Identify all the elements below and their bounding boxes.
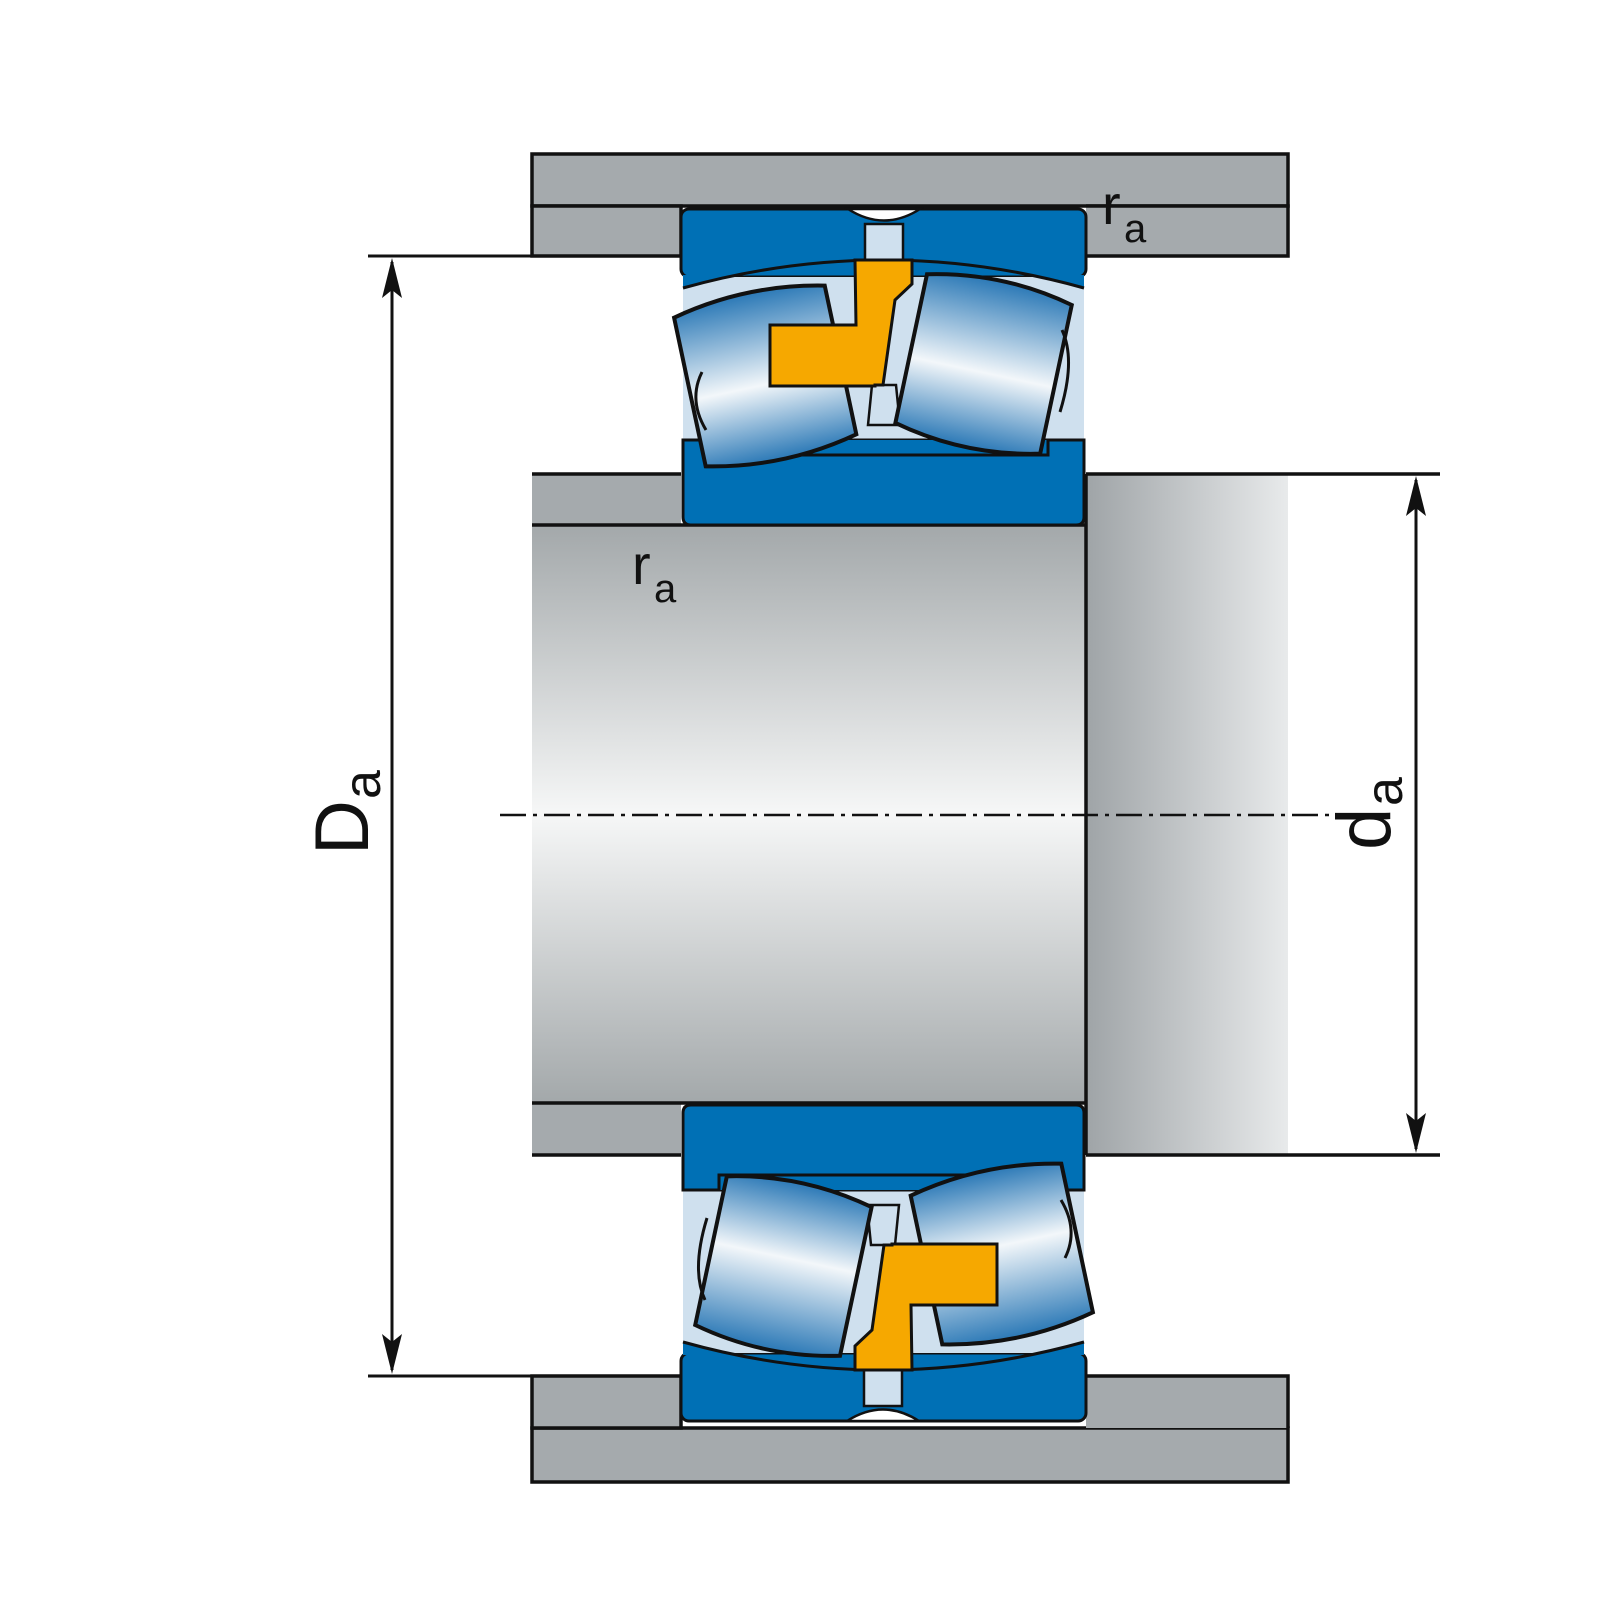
label-da-main: d: [1322, 808, 1407, 850]
housing-bottom: [530, 1426, 1290, 1484]
dimension-Da: [368, 254, 532, 1378]
dimension-da: [1406, 476, 1426, 1153]
label-ra-mid-main: r: [632, 533, 651, 596]
arrow-up-icon: [1406, 476, 1426, 516]
label-da-sub: a: [1356, 777, 1414, 806]
label-ra-mid-sub: a: [654, 567, 677, 611]
arrow-down-icon: [382, 1334, 402, 1374]
label-da: d a: [1322, 777, 1414, 850]
label-ra-mid: r a: [632, 533, 677, 611]
arrow-down-icon: [1406, 1113, 1426, 1153]
label-ra-top: r a: [1102, 173, 1147, 251]
label-Da: D a: [300, 770, 392, 855]
housing-shoulder-bottom: [530, 1374, 683, 1430]
housing-top: [530, 152, 1290, 208]
bearing-upper: [670, 207, 1088, 527]
label-Da-main: D: [300, 800, 385, 855]
housing-shoulder-top: [530, 204, 683, 258]
bearing-lower: [679, 1103, 1097, 1423]
label-Da-sub: a: [334, 770, 392, 799]
label-ra-top-sub: a: [1124, 207, 1147, 251]
label-ra-top-main: r: [1102, 173, 1121, 236]
housing: [530, 152, 1290, 1484]
arrow-up-icon: [382, 258, 402, 298]
